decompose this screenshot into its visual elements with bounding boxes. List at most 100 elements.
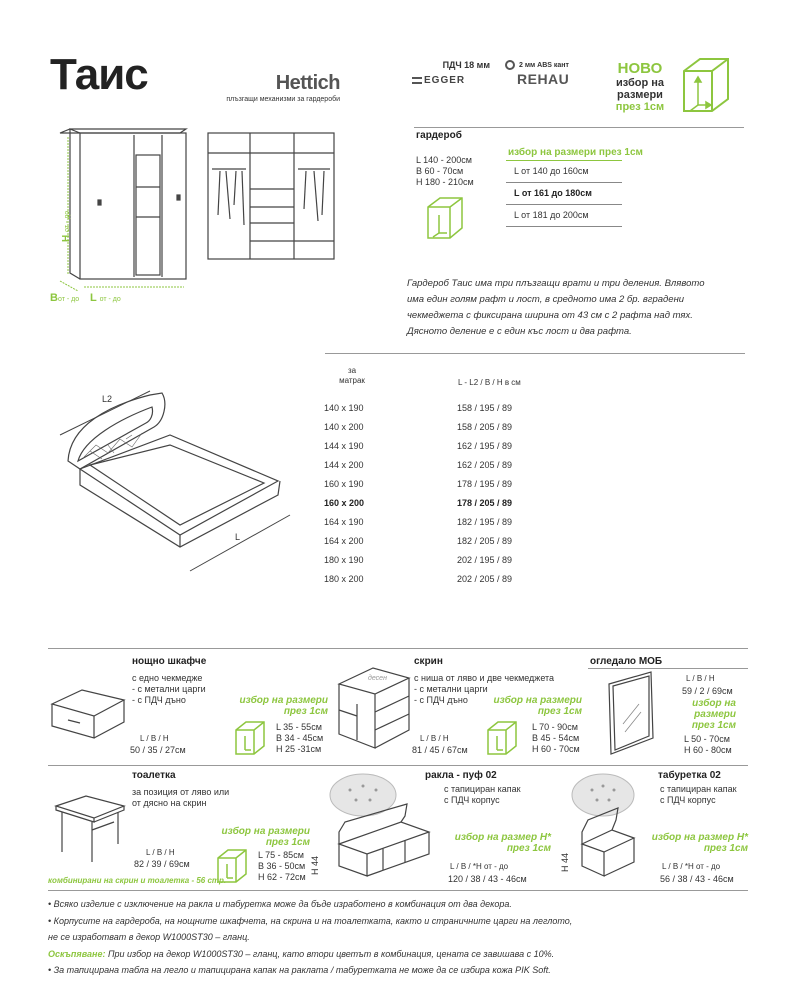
size-cube-icon (216, 848, 248, 884)
bed-row-mattress: 140 x 200 (324, 422, 364, 432)
wardrobe-heading: гардероб (416, 130, 462, 141)
hettich-brand: Hettich (275, 72, 341, 94)
rehau-brand: REHAU (517, 71, 570, 87)
chest-dims: 81 / 45 / 67см (412, 745, 468, 755)
bed-drawing (50, 375, 300, 580)
novo-line2: размери (617, 89, 663, 101)
bed-row-dimensions: 202 / 195 / 89 (457, 555, 513, 565)
nightstand-sizes: L 35 - 55см B 34 - 45см H 25 -31см (276, 722, 323, 755)
novo-badge: НОВО избор на размери през 1см (605, 60, 675, 113)
feature-line: - с метални царги (132, 684, 206, 694)
choice-line1: избор на размери (493, 695, 582, 706)
nightstand-lbh: L / B / H (140, 734, 169, 743)
bed-row-dimensions: 178 / 205 / 89 (457, 498, 513, 508)
bed-row-mattress: 160 x 190 (324, 479, 364, 489)
egger-logo: ПДЧ 18 мм EGGER (412, 60, 490, 86)
notes: • Всяко изделие с изключение на ракла и … (48, 896, 572, 979)
bed-row-dimensions: 178 / 195 / 89 (457, 479, 513, 489)
bed-row-mattress: 140 x 190 (324, 403, 364, 413)
wardrobe-h-label: H от - до (61, 210, 72, 242)
size-line: H 60 - 70см (532, 744, 580, 754)
bed-row-mattress: 144 x 190 (324, 441, 364, 451)
bed-row-mattress: 160 x 200 (324, 498, 365, 508)
choice-line1: избор на размер H* (651, 832, 748, 843)
mirror-dims: 59 / 2 / 69см (682, 686, 733, 696)
feature-line: с тапициран капак (660, 784, 737, 794)
stool-heading: табуретка 02 (658, 770, 721, 781)
wardrobe-option-1: L от 140 до 160см (514, 166, 589, 176)
wardrobe-option-3: L от 181 до 200см (514, 210, 589, 220)
size-line: L 50 - 70см (684, 734, 730, 744)
feature-line: - с ПДЧ дъно (414, 695, 468, 705)
choice-line3: през 1см (691, 720, 736, 731)
novo-label: НОВО (617, 60, 663, 77)
rehau-logo: 2 мм ABS кант REHAU (505, 60, 569, 87)
bed-row-mattress: 180 x 190 (324, 555, 364, 565)
mirror-drawing (605, 670, 657, 761)
size-line: H 60 - 80см (684, 745, 732, 755)
bench-features: с тапициран капак с ПДЧ корпус (444, 784, 521, 806)
bed-row-dimensions: 182 / 205 / 89 (457, 536, 513, 546)
size-line: H 25 -31см (276, 744, 322, 754)
divider (48, 648, 748, 649)
wardrobe-dim-b: B 60 - 70см (416, 166, 464, 176)
size-line: H 62 - 72см (258, 872, 306, 882)
wardrobe-dim-l: L 140 - 200см (416, 155, 472, 165)
mirror-sizes: L 50 - 70см H 60 - 80см (684, 734, 732, 756)
pdch-label: ПДЧ 18 мм (442, 60, 490, 70)
feature-line: с ниша от ляво и две чекмеджета (414, 673, 555, 683)
divider (588, 668, 748, 669)
page-title: Таис (50, 50, 149, 99)
mirror-heading: огледало МОБ (590, 656, 663, 667)
divider (48, 890, 748, 891)
divider (506, 204, 622, 205)
chest-lbh: L / B / H (420, 734, 449, 743)
size-line: L 70 - 90см (532, 722, 578, 732)
note-line: • Корпусите на гардероба, на нощните шка… (48, 915, 573, 926)
choice-line2: през 1см (506, 843, 551, 854)
divider (506, 182, 622, 183)
divider (414, 127, 744, 128)
size-line: B 45 - 54см (532, 733, 580, 743)
bench-dims: 120 / 38 / 43 - 46см (448, 874, 527, 884)
choice-line1: избор на (692, 698, 736, 709)
mirror-lbh: L / B / H (686, 674, 715, 683)
wardrobe-b-label: Bот - до (50, 292, 80, 304)
feature-line: с ПДЧ корпус (660, 795, 716, 805)
wardrobe-l-label: L от - до (90, 292, 121, 304)
bed-row-dimensions: 158 / 195 / 89 (457, 403, 513, 413)
note-line: Оскъпяване: При избор на декор W1000ST30… (48, 946, 572, 963)
feature-line: с тапициран капак (444, 784, 521, 794)
description-line: чекмеджета с фиксирана ширина от 43 см с… (407, 310, 693, 321)
vanity-heading: тоалетка (132, 770, 176, 781)
bed-row-dimensions: 202 / 205 / 89 (457, 574, 513, 584)
stool-drawing (568, 800, 640, 885)
size-line: B 36 - 50см (258, 861, 306, 871)
nightstand-dims: 50 / 35 / 27см (130, 745, 186, 755)
note-price-label: Оскъпяване: (48, 948, 106, 959)
chest-features: с ниша от ляво и две чекмеджета - с мета… (414, 673, 554, 706)
choice-line1: избор на размер H* (454, 832, 551, 843)
mirror-choice: избор на размери през 1см (676, 698, 736, 731)
egger-stripes-icon (412, 77, 422, 84)
size-cube-icon (486, 720, 518, 756)
size-line: B 34 - 45см (276, 733, 324, 743)
vanity-drawing (52, 790, 128, 871)
bed-row-mattress: 164 x 190 (324, 517, 364, 527)
chest-sizes: L 70 - 90см B 45 - 54см H 60 - 70см (532, 722, 580, 755)
chest-tag: десен (368, 675, 387, 682)
cushion-swatch (570, 772, 636, 823)
novo-line3: през 1см (615, 101, 665, 113)
divider (48, 765, 748, 766)
vanity-dims: 82 / 39 / 69см (134, 859, 190, 869)
size-cube-icon (680, 55, 732, 117)
feature-line: - с ПДЧ дъно (132, 695, 186, 705)
size-line: L 35 - 55см (276, 722, 322, 732)
bench-heading: ракла - пуф 02 (425, 770, 497, 781)
stool-features: с тапициран капак с ПДЧ корпус (660, 784, 737, 806)
feature-line: за позиция от ляво или (132, 787, 230, 797)
bed-row-dimensions: 158 / 205 / 89 (457, 422, 513, 432)
description-line: Гардероб Таис има три плъзгащи врати и т… (407, 278, 705, 289)
vanity-choice: избор на размери през 1см (218, 826, 310, 848)
choice-line2: през 1см (265, 837, 310, 848)
